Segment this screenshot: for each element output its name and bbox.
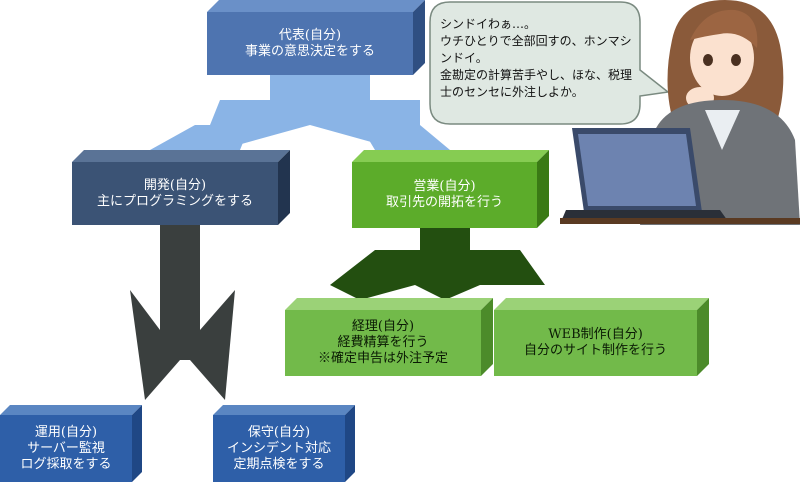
node-representative: 代表(自分) 事業の意思決定をする (207, 0, 425, 75)
node-development: 開発(自分) 主にプログラミングをする (72, 150, 290, 225)
node-sales-desc: 取引先の開拓を行う (385, 195, 503, 210)
arrow-right-head (360, 125, 450, 150)
node-development-title: 開発(自分) (143, 177, 207, 193)
node-web-title: WEB制作(自分) (548, 327, 643, 342)
node-accounting-note: ※確定申告は外注予定 (317, 351, 448, 366)
node-representative-desc: 事業の意思決定をする (244, 43, 375, 59)
node-representative-title: 代表(自分) (278, 27, 342, 43)
node-operations-title: 運用(自分) (34, 424, 98, 440)
character-face-icon (690, 20, 754, 96)
arrow-left-head (150, 125, 250, 150)
node-representative-shape (207, 0, 425, 75)
node-maintenance-desc2: 定期点検をする (233, 456, 325, 472)
node-accounting-shape (285, 298, 493, 376)
node-maintenance-desc: インシデント対応 (226, 440, 331, 456)
node-maintenance-title: 保守(自分) (247, 424, 311, 440)
node-sales: 営業(自分) 取引先の開拓を行う (352, 150, 549, 228)
node-operations-desc: サーバー監視 (27, 440, 105, 456)
node-accounting-title: 経理(自分) (351, 319, 415, 334)
node-web-shape (494, 298, 709, 376)
speech-bubble-text: シンドイわぁ…。 ウチひとりで全部回すの、ホンマシンドイ。 金勘定の計算苦手やし… (440, 17, 633, 99)
node-operations-shape (0, 405, 142, 482)
node-operations: 運用(自分) サーバー監視 ログ採取をする (0, 405, 142, 482)
node-operations-desc2: ログ採取をする (20, 456, 112, 472)
arrow-development-split (130, 220, 235, 400)
node-sales-title: 営業(自分) (413, 179, 476, 194)
node-accounting: 経理(自分) 経費精算を行う ※確定申告は外注予定 (285, 298, 493, 376)
node-maintenance-shape (213, 405, 355, 482)
arrow-sales-split (330, 215, 545, 300)
node-accounting-desc: 経費精算を行う (337, 335, 429, 350)
node-maintenance: 保守(自分) インシデント対応 定期点検をする (213, 405, 355, 482)
node-web: WEB制作(自分) 自分のサイト制作を行う (494, 298, 709, 376)
node-development-desc: 主にプログラミングをする (96, 193, 253, 209)
node-development-shape (72, 150, 290, 225)
node-sales-shape (352, 150, 549, 228)
node-web-desc: 自分のサイト制作を行う (523, 343, 667, 358)
